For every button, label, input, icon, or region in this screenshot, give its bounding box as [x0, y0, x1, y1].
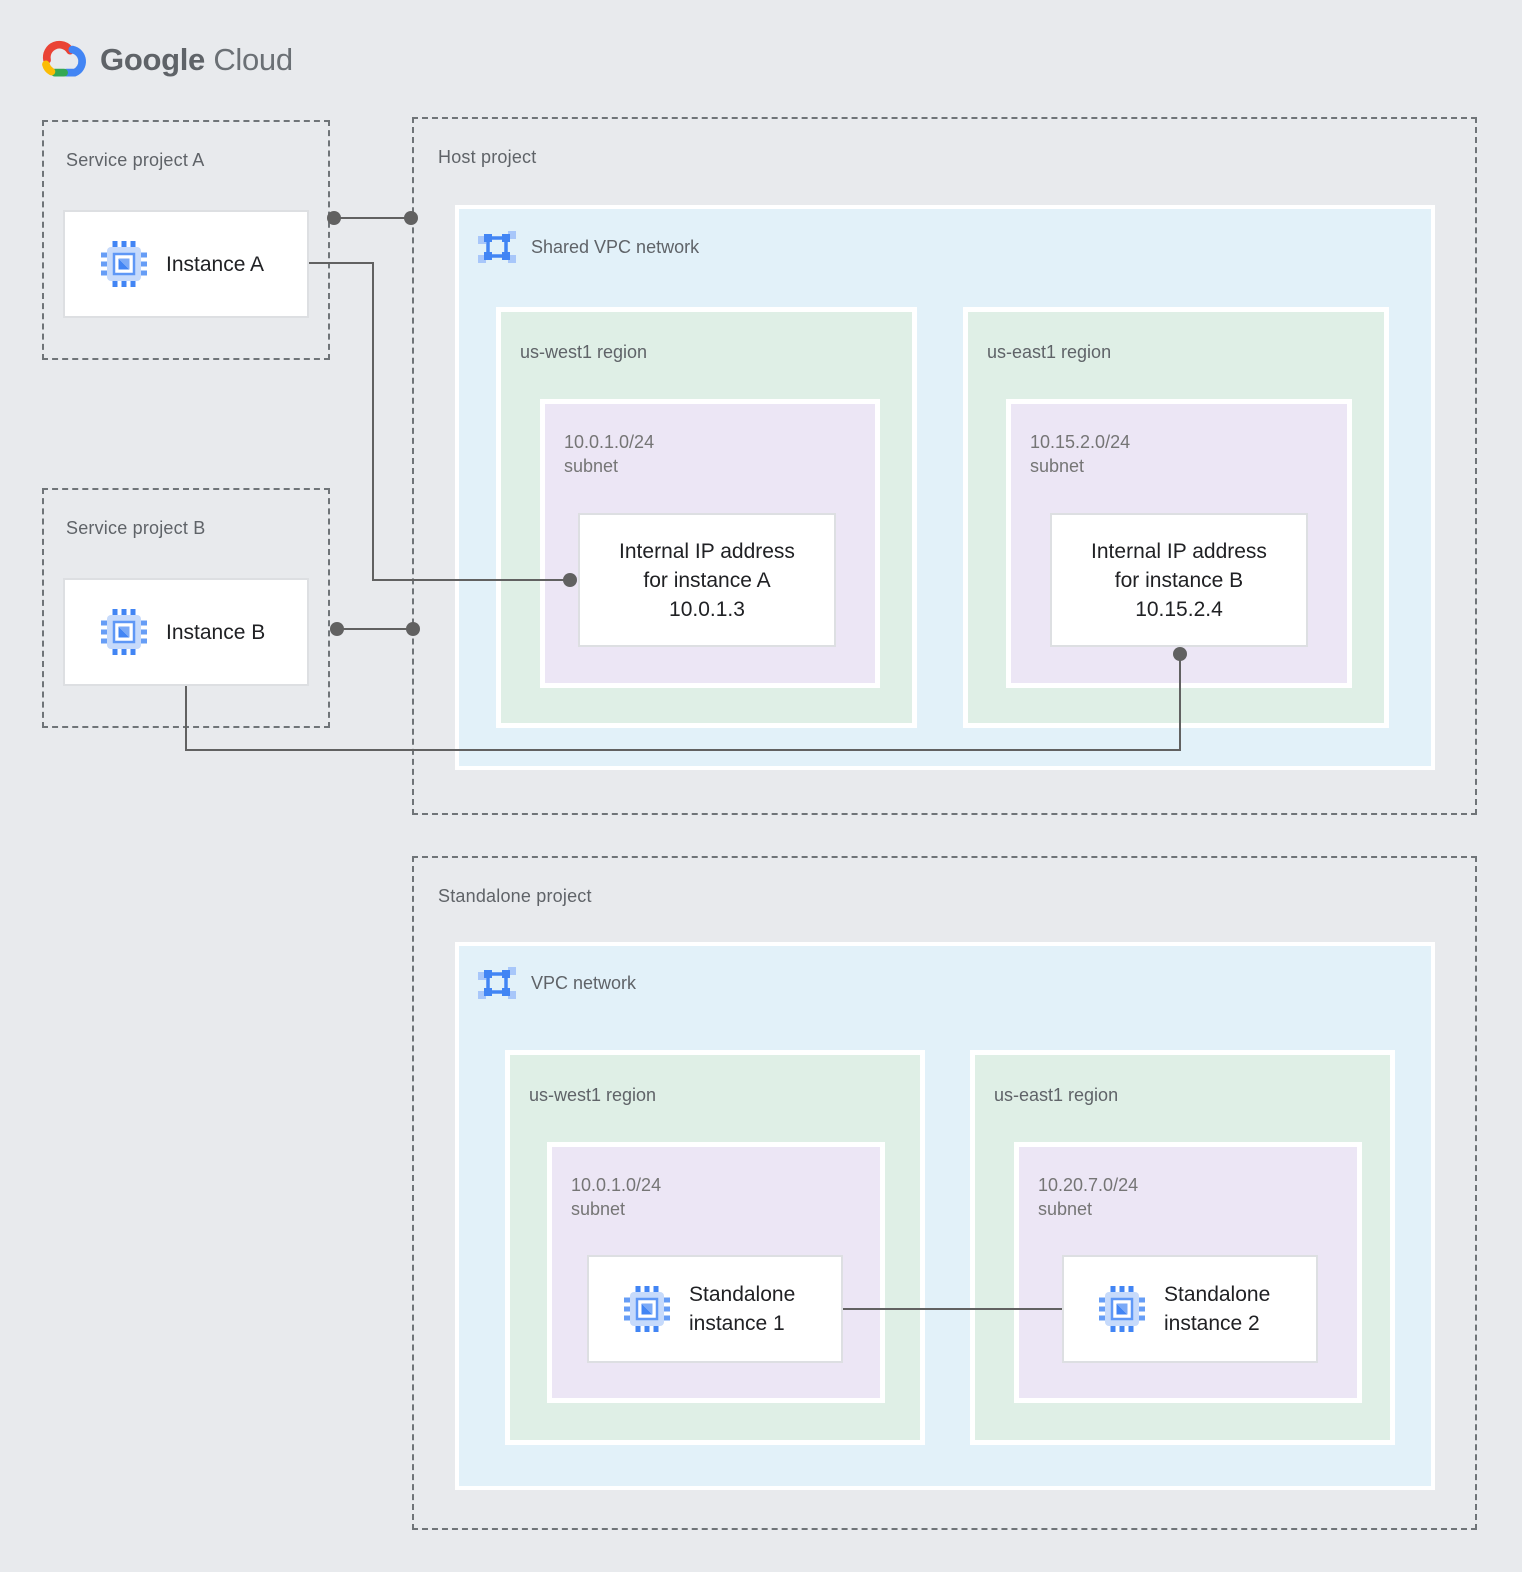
logo-wordmark: Google Cloud — [100, 42, 293, 78]
standalone-us-east1-region-label: us-east1 region — [994, 1085, 1119, 1105]
vpc-network-label: VPC network — [531, 972, 637, 993]
instance-a-label: Instance A — [166, 252, 265, 276]
internal-ip-a-text: Internal IP address for instance A 10.0.… — [619, 537, 795, 624]
compute-instance-icon — [101, 609, 147, 655]
ip-line: for instance A — [643, 568, 771, 592]
compute-instance-icon — [1099, 1286, 1145, 1332]
standalone-west-subnet-label: 10.0.1.0/24 subnet — [571, 1173, 661, 1221]
subnet-cidr: 10.0.1.0/24 — [564, 432, 655, 452]
connector-dot — [406, 622, 420, 636]
standalone-instance-2-label: Standalone instance 2 — [1164, 1280, 1270, 1338]
instance-line: Standalone — [1164, 1283, 1271, 1306]
logo-product: Cloud — [213, 42, 293, 77]
ip-line: 10.0.1.3 — [669, 597, 745, 621]
host-us-east1-region-label: us-east1 region — [987, 342, 1112, 362]
connector-instanceA-seg1 — [309, 262, 374, 264]
internal-ip-b-text: Internal IP address for instance B 10.15… — [1091, 537, 1267, 624]
connector-instanceA-seg3 — [372, 579, 571, 581]
standalone-instance-2-card: Standalone instance 2 — [1062, 1255, 1318, 1363]
subnet-cidr: 10.15.2.0/24 — [1030, 432, 1131, 452]
connector-instanceB-seg3 — [1179, 654, 1181, 751]
vpc-network-icon — [478, 231, 516, 263]
standalone-instance-1-label: Standalone instance 1 — [689, 1280, 795, 1338]
compute-instance-icon — [101, 241, 147, 287]
instance-line: instance 2 — [1164, 1312, 1260, 1335]
instance-line: instance 1 — [689, 1312, 785, 1335]
subnet-cidr: 10.0.1.0/24 — [571, 1175, 662, 1195]
standalone-project-label: Standalone project — [438, 886, 592, 906]
subnet-cidr: 10.20.7.0/24 — [1038, 1175, 1139, 1195]
subnet-word: subnet — [1038, 1199, 1093, 1219]
ip-line: 10.15.2.4 — [1135, 597, 1223, 621]
instance-b-label: Instance B — [166, 620, 266, 644]
internal-ip-a-card: Internal IP address for instance A 10.0.… — [578, 513, 836, 647]
connector-dot — [1173, 647, 1187, 661]
connector-dot — [563, 573, 577, 587]
host-project-box: Host project — [412, 117, 1477, 815]
connector-projA-host — [334, 217, 412, 219]
internal-ip-b-card: Internal IP address for instance B 10.15… — [1050, 513, 1308, 647]
service-project-a-label: Service project A — [66, 150, 205, 170]
ip-line: Internal IP address — [619, 539, 795, 563]
standalone-east-subnet-label: 10.20.7.0/24 subnet — [1038, 1173, 1138, 1221]
subnet-word: subnet — [564, 456, 619, 476]
connector-projB-host — [337, 628, 414, 630]
shared-vpc-network-label: Shared VPC network — [531, 236, 700, 257]
google-cloud-icon — [42, 40, 86, 77]
connector-standalone-instances — [843, 1308, 1062, 1310]
instance-line: Standalone — [689, 1283, 796, 1306]
vpc-network-header: VPC network — [477, 963, 636, 1003]
standalone-project-box: Standalone project — [412, 856, 1477, 1530]
compute-instance-icon — [624, 1286, 670, 1332]
standalone-us-west1-region-label: us-west1 region — [529, 1085, 657, 1105]
instance-a-card: Instance A — [63, 210, 309, 318]
shared-vpc-network-header: Shared VPC network — [477, 227, 699, 267]
instance-b-card: Instance B — [63, 578, 309, 686]
vpc-network-icon — [478, 967, 516, 999]
ip-line: Internal IP address — [1091, 539, 1267, 563]
host-us-west1-region-label: us-west1 region — [520, 342, 648, 362]
connector-dot — [330, 622, 344, 636]
connector-dot — [327, 211, 341, 225]
standalone-instance-1-card: Standalone instance 1 — [587, 1255, 843, 1363]
host-east-subnet-label: 10.15.2.0/24 subnet — [1030, 430, 1130, 478]
connector-instanceB-seg1 — [185, 686, 187, 751]
connector-dot — [404, 211, 418, 225]
logo-brand: Google — [100, 42, 205, 77]
subnet-word: subnet — [571, 1199, 626, 1219]
service-project-a-box: Service project A — [42, 120, 330, 360]
google-cloud-logo: Google Cloud — [36, 38, 293, 82]
service-project-b-label: Service project B — [66, 518, 206, 538]
subnet-word: subnet — [1030, 456, 1085, 476]
host-west-subnet-label: 10.0.1.0/24 subnet — [564, 430, 654, 478]
connector-instanceB-seg2 — [185, 749, 1181, 751]
host-project-label: Host project — [438, 147, 537, 167]
connector-instanceA-seg2 — [372, 262, 374, 580]
ip-line: for instance B — [1114, 568, 1244, 592]
